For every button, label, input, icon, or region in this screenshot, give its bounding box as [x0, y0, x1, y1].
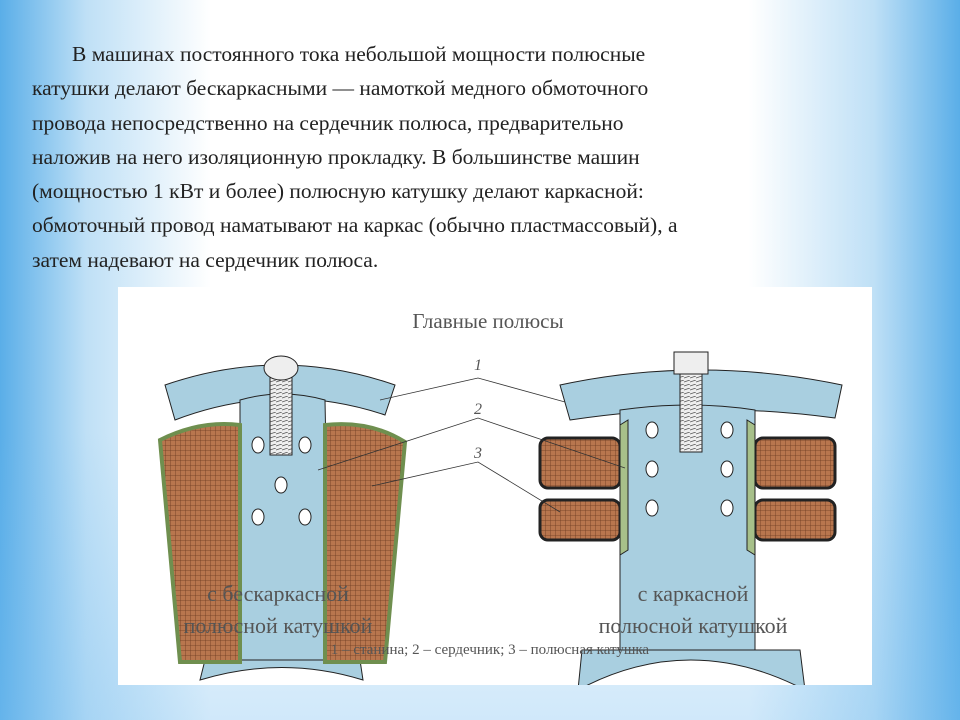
poles-diagram: Главные полюсы	[157, 309, 843, 685]
text-line: катушки делают бескаркасными — намоткой …	[32, 76, 649, 101]
coil-left	[157, 422, 242, 664]
text-line: В машинах постоянного тока небольшой мощ…	[72, 42, 646, 66]
figure-title: Главные полюсы	[412, 309, 563, 333]
coil-right	[323, 422, 408, 664]
right-caption-line1: с каркасной	[638, 581, 749, 606]
left-pole-frameless	[157, 355, 408, 681]
text-line: наложив на него изоляционную прокладку. …	[32, 144, 640, 169]
text-line: обмоточный провод наматывают на каркас (…	[32, 213, 678, 238]
callout-3: 3	[473, 445, 482, 462]
left-caption-line1: с бескаркасной	[207, 581, 349, 606]
text-line: провода непосредственно на сердечник пол…	[32, 110, 624, 135]
callout-2: 2	[474, 401, 482, 418]
coil-section	[753, 436, 837, 490]
pole-shoe	[199, 659, 364, 681]
coil-section	[753, 498, 837, 542]
left-caption-line2: полюсной катушкой	[184, 613, 373, 638]
coil-section	[538, 498, 622, 542]
right-caption-line2: полюсной катушкой	[599, 613, 788, 638]
right-pole-framed	[538, 351, 843, 685]
bolt-icon	[269, 374, 293, 456]
coil-frame	[619, 419, 756, 556]
text-line: затем надевают на сердечник полюса.	[32, 247, 379, 272]
bolt-icon	[679, 371, 703, 453]
main-poles-figure: Главные полюсы	[118, 287, 872, 685]
text-line: (мощностью 1 кВт и более) полюсную катуш…	[32, 179, 644, 204]
pole-shoe	[577, 649, 805, 685]
coil-section	[538, 436, 622, 490]
figure-legend: 1 – станина; 2 – сердечник; 3 – полюсная…	[331, 642, 650, 658]
body-text: В машинах постоянного тока небольшой мощ…	[32, 37, 912, 277]
callout-lines	[317, 377, 626, 513]
callout-1: 1	[474, 357, 482, 374]
